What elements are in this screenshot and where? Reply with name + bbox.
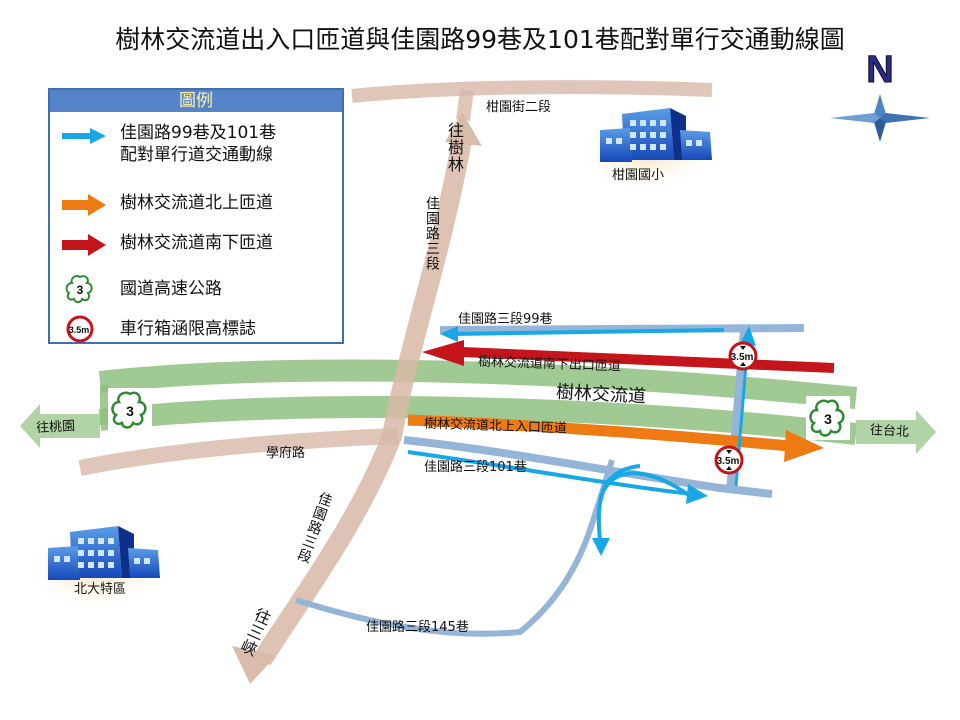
legend-panel: 圖例 佳園路99巷及101巷 配對單行道交通動線 樹林交流道北上匝道 樹林交流道… bbox=[48, 88, 344, 344]
xuefu-road-label: 學府路 bbox=[266, 446, 306, 461]
lane-99-label: 佳園路三段99巷 bbox=[458, 312, 553, 327]
school-building-icon bbox=[576, 106, 720, 194]
legend-header: 圖例 bbox=[50, 90, 342, 112]
xuefu-road bbox=[78, 428, 399, 476]
height-limit-text: 3.5m bbox=[69, 325, 90, 335]
legend-label: 配對單行道交通動線 bbox=[120, 145, 273, 165]
jiayuan-road-upper-label: 佳園路三段 bbox=[424, 196, 440, 271]
legend-label: 國道高速公路 bbox=[120, 279, 222, 299]
northbound-ramp-arrow bbox=[407, 414, 824, 462]
legend-item: 樹林交流道北上匝道 bbox=[50, 192, 346, 218]
height-limit-text: 3.5m bbox=[717, 456, 740, 467]
page-title: 樹林交流道出入口匝道與佳園路99巷及101巷配對單行交通動線圖 bbox=[115, 25, 845, 54]
district-building-icon bbox=[24, 524, 168, 612]
highway-shield-icon: 3 bbox=[108, 388, 152, 432]
lane-145-oneway-arrow bbox=[592, 464, 641, 556]
lane-101-label: 佳園路三段101巷 bbox=[424, 460, 527, 475]
ntpu-district-label: 北大特區 bbox=[74, 582, 127, 597]
to-taipei-arrow bbox=[856, 410, 936, 454]
arrow-right-icon bbox=[62, 128, 106, 144]
arrow-right-icon bbox=[62, 194, 106, 216]
height-limit-sign-icon: 3.5m bbox=[66, 315, 94, 343]
to-sanxia-arrowhead bbox=[232, 646, 276, 684]
north-letter: N bbox=[866, 49, 893, 91]
arrow-right-icon bbox=[62, 234, 106, 256]
height-limit-sign-icon: 3.5m bbox=[714, 445, 744, 475]
ganyuan-street-label: 柑園街二段 bbox=[486, 100, 552, 115]
southbound-ramp-arrow bbox=[422, 340, 835, 373]
shield-number: 3 bbox=[824, 411, 832, 427]
highway-shield-icon: 3 bbox=[806, 396, 850, 440]
legend-item: 3 國道高速公路 bbox=[50, 274, 346, 304]
legend-label: 佳園路99巷及101巷 bbox=[120, 123, 277, 143]
shield-number: 3 bbox=[77, 283, 84, 297]
to-taoyuan-label: 往桃園 bbox=[35, 418, 76, 437]
legend-label: 樹林交流道南下匝道 bbox=[120, 233, 273, 253]
legend-label: 樹林交流道北上匝道 bbox=[120, 193, 273, 213]
ganyuan-street-road bbox=[351, 80, 713, 103]
legend-item: 佳園路99巷及101巷 配對單行道交通動線 bbox=[50, 122, 346, 172]
shield-number: 3 bbox=[126, 403, 134, 419]
height-limit-sign-icon: 3.5m bbox=[728, 341, 758, 371]
to-shulin-arrowhead bbox=[445, 112, 482, 146]
compass-icon: N bbox=[830, 49, 930, 142]
to-shulin-label: 往樹林 bbox=[445, 122, 464, 173]
lane-99-road bbox=[439, 324, 805, 334]
legend-item: 3.5m 車行箱涵限高標誌 bbox=[50, 314, 346, 344]
lane-145-label: 佳園路三段145巷 bbox=[366, 620, 469, 635]
ganyuan-school-label: 柑園國小 bbox=[612, 168, 665, 183]
interchange-label: 樹林交流道 bbox=[555, 381, 647, 408]
lane-101-road bbox=[403, 436, 773, 498]
highway-shield-icon: 3 bbox=[65, 275, 93, 303]
height-limit-text: 3.5m bbox=[731, 352, 754, 363]
to-taipei-label: 往台北 bbox=[869, 422, 910, 441]
lane-99-oneway-arrow bbox=[440, 326, 725, 342]
to-taoyuan-arrow bbox=[20, 404, 100, 448]
legend-item: 樹林交流道南下匝道 bbox=[50, 232, 346, 258]
legend-label: 車行箱涵限高標誌 bbox=[120, 319, 256, 339]
